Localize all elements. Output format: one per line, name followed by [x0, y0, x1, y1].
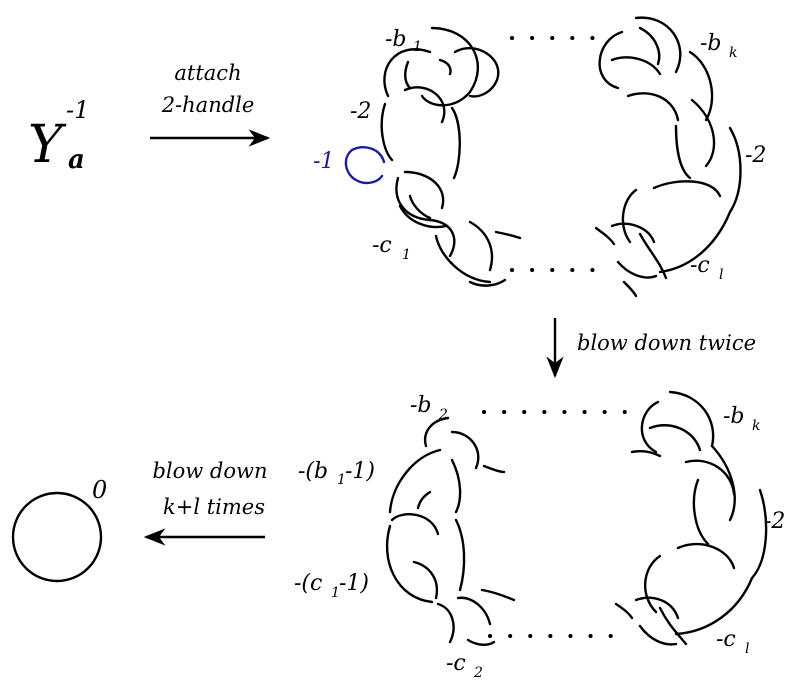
- arrow-blow-down-kl-label-1: blow down: [152, 459, 267, 483]
- link1-label-m1: -1: [313, 149, 334, 174]
- link1-label-bk-sub: k: [729, 45, 737, 61]
- link1-meridian: [344, 146, 386, 185]
- link2-label-b2: -b: [410, 393, 432, 418]
- y-symbol: Y: [28, 115, 67, 175]
- unknot-framing-label: 0: [92, 476, 107, 504]
- link2-label-bk: -b: [723, 404, 745, 429]
- link1-label-b1-sub: 1: [413, 39, 422, 55]
- link2-label-b2-sub: 2: [438, 407, 448, 423]
- link2-label-cl: -c: [716, 627, 736, 652]
- link1-label-m2-right: -2: [745, 143, 766, 168]
- link1-label-b1: -b: [385, 27, 407, 52]
- link2-label-c1m-post: -1): [339, 571, 369, 596]
- link-diagram-1: -b 1 -b k -2 -2 -1 -c 1 -c l: [313, 16, 766, 298]
- link1-left-chain: [380, 26, 522, 287]
- arrow-blow-down-twice: blow down twice: [546, 318, 756, 379]
- arrow-blow-down-twice-label: blow down twice: [577, 331, 756, 355]
- link2-label-c2-sub: 2: [473, 665, 483, 681]
- link2-label-c1m-sub: 1: [331, 585, 340, 601]
- link1-label-cl-sub: l: [719, 267, 723, 283]
- arrow-blow-down-kl: blow down k+l times: [143, 459, 268, 546]
- result-unknot: 0: [11, 476, 107, 583]
- arrow-attach: attach 2-handle: [150, 61, 271, 147]
- y-superscript: -1: [66, 96, 89, 124]
- link2-label-m2: -2: [764, 509, 785, 534]
- link1-label-c1-sub: 1: [402, 247, 411, 263]
- y-subscript: a: [68, 145, 85, 175]
- link1-label-m2-left: -2: [350, 99, 371, 124]
- unknot-circle: [11, 491, 103, 583]
- link2-left-chain: [385, 416, 516, 646]
- link-diagram-2: -b 2 -b k -(b 1 -1) -2 -(c 1 -1) -c 2 -c…: [294, 390, 785, 681]
- link2-label-b1m-pre: -(b: [298, 459, 328, 484]
- link2-label-c2: -c: [446, 651, 466, 676]
- link1-label-c1: -c: [372, 233, 392, 258]
- link2-label-b1m-post: -1): [345, 459, 375, 484]
- arrow-blow-down-kl-label-2: k+l times: [163, 495, 265, 519]
- link2-label-bk-sub: k: [752, 418, 760, 434]
- arrow-attach-label-2: 2-handle: [161, 93, 255, 117]
- link1-right-chain: [594, 16, 742, 298]
- link2-label-c1m-pre: -(c: [294, 571, 322, 596]
- link2-label-cl-sub: l: [745, 641, 749, 657]
- link2-label-b1m-sub: 1: [337, 472, 346, 488]
- link2-right-chain: [614, 390, 768, 646]
- link1-label-cl: -c: [690, 253, 710, 278]
- link1-label-bk: -b: [700, 31, 722, 56]
- arrow-attach-label-1: attach: [174, 61, 241, 85]
- start-label: Y a -1: [28, 96, 89, 175]
